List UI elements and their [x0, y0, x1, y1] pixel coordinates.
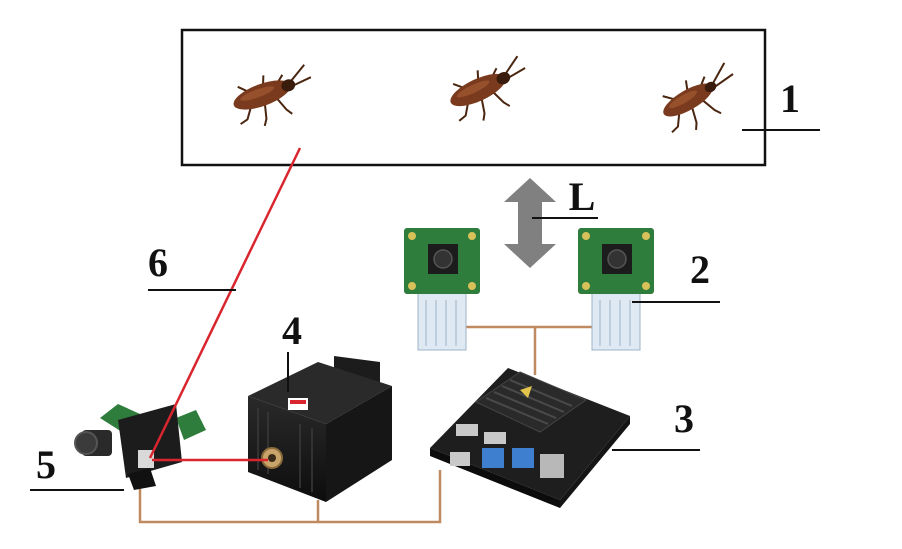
label-laser-beam: 6 [148, 240, 168, 285]
label-laser: 4 [282, 308, 302, 353]
label-cameras: 2 [690, 247, 710, 292]
laser-beam [148, 147, 302, 462]
cockroach-icon [450, 55, 526, 122]
enclosure-box [180, 28, 767, 167]
camera-module-icon [404, 228, 480, 351]
jetson-board-icon [430, 368, 630, 508]
label-controller: 3 [674, 396, 694, 441]
label-distance: L [569, 174, 596, 219]
cockroach-icon [662, 62, 734, 134]
camera-module-icon [578, 228, 654, 351]
double-arrow-icon [504, 178, 556, 268]
label-galvanometer: 5 [36, 442, 56, 487]
cockroach-icon [233, 64, 312, 127]
leader-lines [30, 129, 820, 491]
laser-module-icon [248, 356, 392, 502]
galvo-mirror-icon [74, 404, 206, 490]
label-enclosure: 1 [780, 76, 800, 121]
wire-connections [138, 325, 612, 524]
wire-bottom-bus [138, 470, 442, 524]
